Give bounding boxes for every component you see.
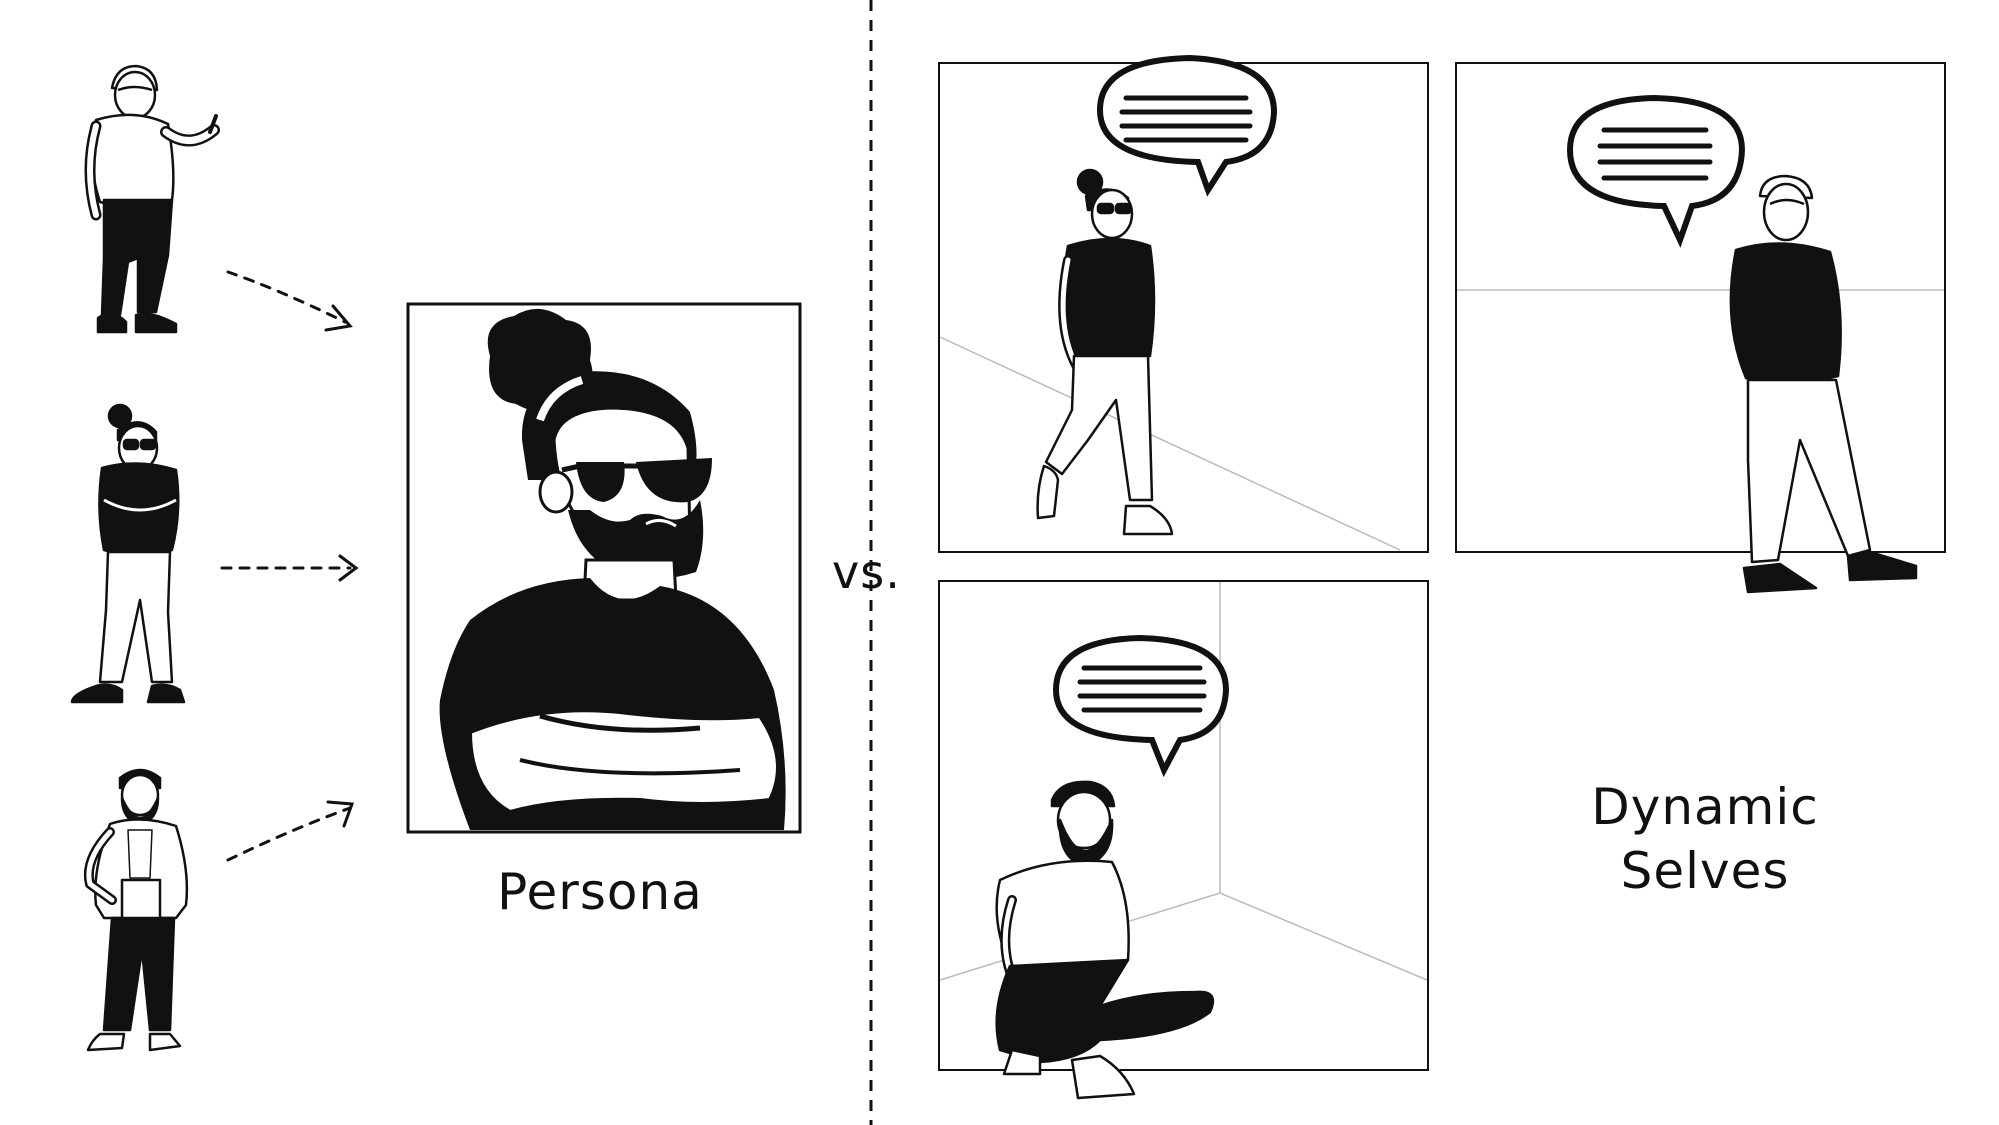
- man-sitting-speech-bubble-icon: [995, 780, 1215, 1100]
- panel-man-sitting: [938, 580, 1429, 1100]
- bun-woman-sunglasses-icon: [70, 403, 186, 704]
- dynamic-selves-label-line2: Selves: [1620, 842, 1790, 900]
- dynamic-selves-label-line1: Dynamic: [1591, 778, 1819, 836]
- panel-man-standing: [1455, 62, 1946, 594]
- man-standing-speech-bubble-icon: [1729, 174, 1918, 594]
- speech-bubble-icon: [1566, 94, 1746, 248]
- persona-portrait: [406, 302, 802, 834]
- beanie-man-pointing-icon: [84, 64, 220, 334]
- vs-label: vs.: [832, 545, 901, 599]
- panel-woman-walking: [938, 54, 1429, 553]
- arrow-icon: [226, 800, 355, 862]
- bearded-man-sunglasses-arms-crossed-icon: [439, 308, 786, 830]
- bearded-man-blazer-icon: [84, 768, 189, 1052]
- arrow-icon: [226, 270, 353, 332]
- speech-bubble-icon: [1096, 54, 1278, 197]
- arrow-icon: [220, 554, 359, 582]
- dynamic-selves-label: Dynamic Selves: [1540, 775, 1870, 903]
- speech-bubble-icon: [1052, 634, 1230, 778]
- woman-walking-speech-bubble-icon: [1036, 168, 1174, 536]
- persona-label: Persona: [497, 863, 703, 921]
